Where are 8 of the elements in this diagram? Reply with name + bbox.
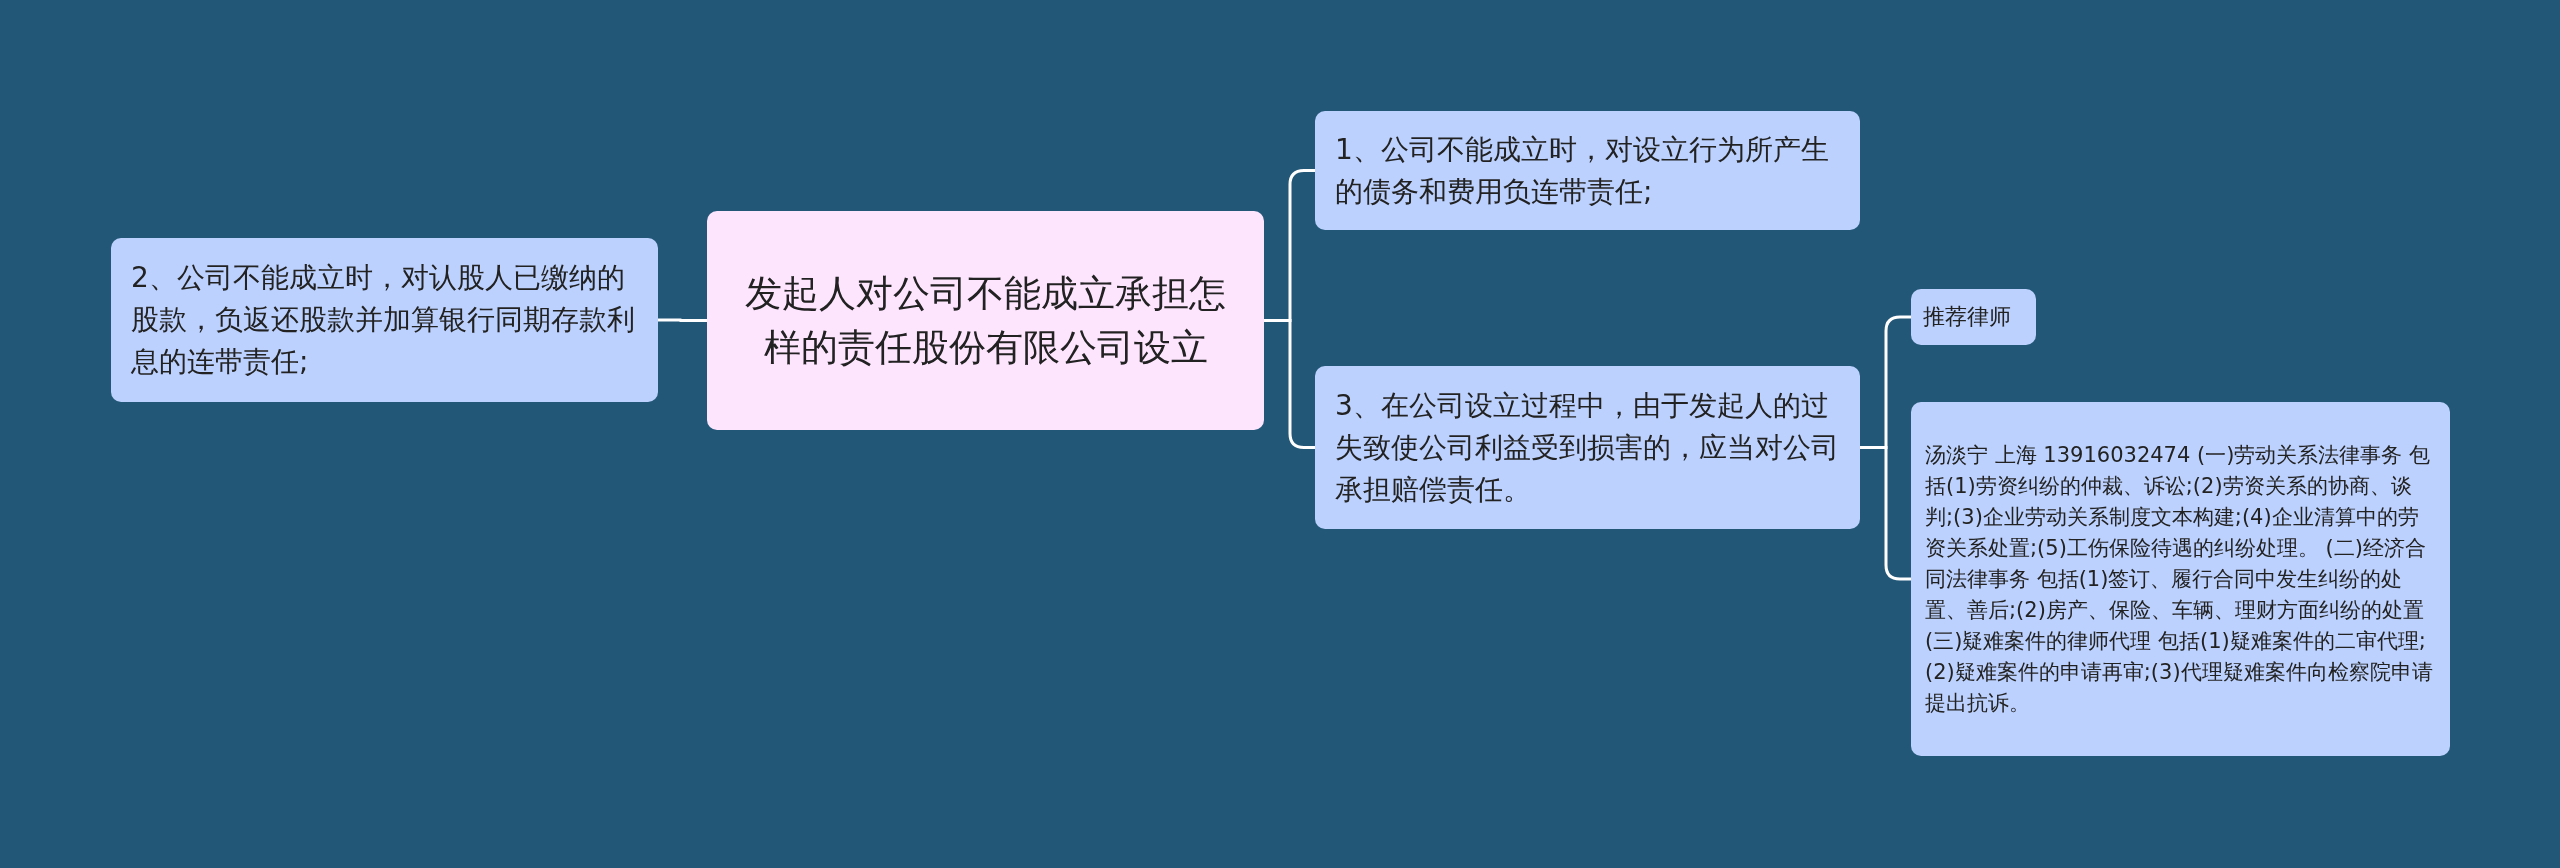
topic-box: 2、公司不能成立时，对认股人已缴纳的股款，负返还股款并加算银行同期存款利息的连带责任;: [111, 238, 658, 402]
connector-line: [658, 318, 707, 322]
subtopic-box: 汤淡宁 上海 13916032474 (一)劳动关系法律事务 包括(1)劳资纠纷的仲裁、诉讼;(2)劳资关系的协商、谈判;(3)企业劳动关系制度文本构建;(4)企业清算中的劳资关系处置;(5)工伤保险待遇的纠纷处理。 (二)经济合同法律事务 包括(1)签订、履行合同中发生纠纷的处置、善后;(2)房产、保险、车辆、理财方面纠纷的处置 (三)疑难案件的律师代理 包括(1)疑难案件的二审代理;(2)疑难案件的申请再审;(3)代理疑难案件向检察院申请提出抗诉。: [1911, 402, 2450, 756]
connector-line: [1860, 446, 1911, 581]
subtopic-box: 推荐律师: [1911, 289, 2036, 345]
topic-box: 1、公司不能成立时，对设立行为所产生的债务和费用负连带责任;: [1315, 111, 1860, 230]
topic-box: 3、在公司设立过程中，由于发起人的过失致使公司利益受到损害的，应当对公司承担赔偿责任。: [1315, 366, 1860, 529]
central-topic-box: 发起人对公司不能成立承担怎样的责任股份有限公司设立: [707, 211, 1264, 430]
